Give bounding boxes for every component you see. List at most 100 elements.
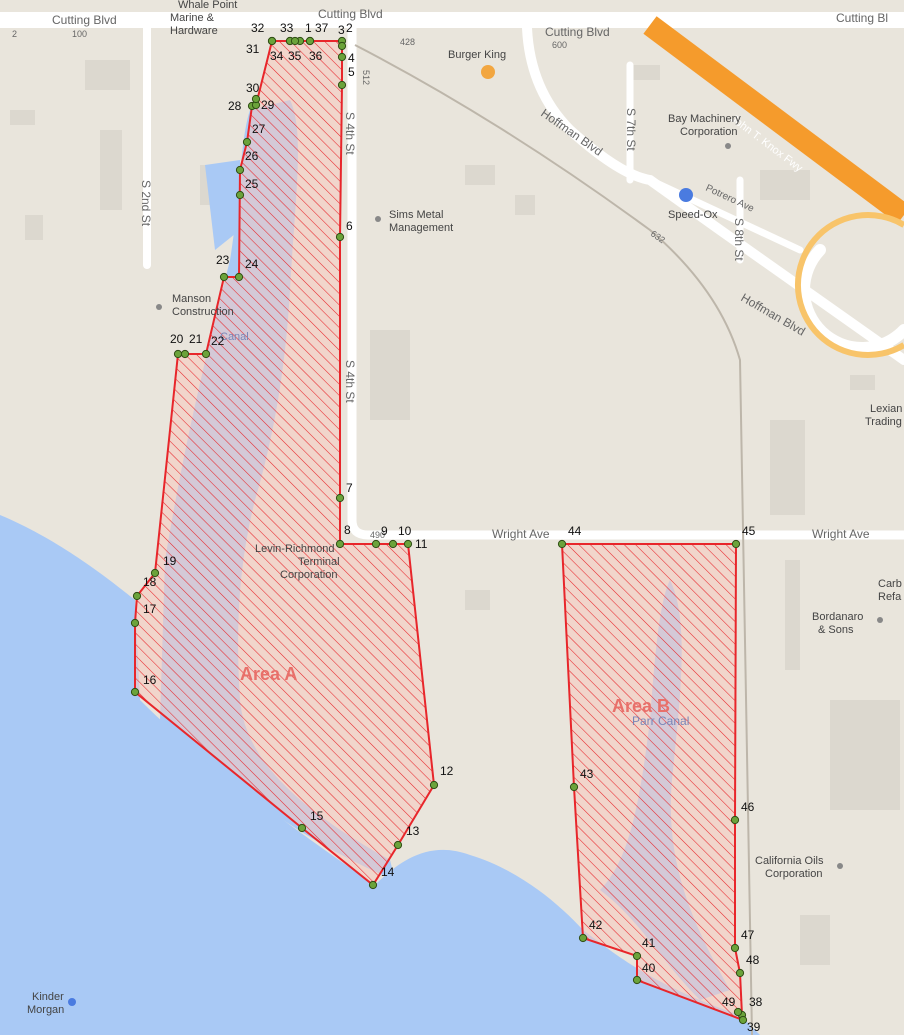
boundary-point-label-38: 38 <box>749 995 763 1009</box>
whale-point-label: Whale Point <box>178 0 237 11</box>
levin-label-1: Levin-Richmond <box>255 543 334 555</box>
boundary-point-6[interactable] <box>335 232 345 242</box>
boundary-point-15[interactable] <box>297 823 307 833</box>
boundary-point-label-2: 2 <box>346 21 353 35</box>
bay-machinery-label-2: Corporation <box>680 126 737 138</box>
boundary-point-37[interactable] <box>305 36 315 46</box>
sims-label-1: Sims Metal <box>389 209 443 221</box>
boundary-point-27[interactable] <box>242 137 252 147</box>
boundary-point-label-45: 45 <box>742 524 756 538</box>
ramp-loop-orange <box>795 212 904 358</box>
boundary-point-24[interactable] <box>234 272 244 282</box>
boundary-point-label-29: 29 <box>261 98 275 112</box>
boundary-point-3[interactable] <box>337 41 347 51</box>
speed-ox-icon <box>679 188 693 202</box>
road-number-2: 2 <box>12 29 17 39</box>
levin-label-3: Corporation <box>280 569 337 581</box>
boundary-point-25[interactable] <box>235 190 245 200</box>
boundary-point-14[interactable] <box>368 880 378 890</box>
boundary-point-label-47: 47 <box>741 928 755 942</box>
boundary-point-22[interactable] <box>201 349 211 359</box>
boundary-point-label-4: 4 <box>348 51 355 65</box>
boundary-point-label-42: 42 <box>589 918 603 932</box>
road-number-490: 490 <box>370 530 385 540</box>
hardware-label: Hardware <box>170 25 218 37</box>
cutting-blvd-label-3: Cutting Blvd <box>545 25 610 39</box>
boundary-point-label-40: 40 <box>642 961 656 975</box>
boundary-point-label-46: 46 <box>741 800 755 814</box>
sims-icon <box>375 216 381 222</box>
boundary-point-12[interactable] <box>429 780 439 790</box>
boundary-point-16[interactable] <box>130 687 140 697</box>
boundary-point-11[interactable] <box>403 539 413 549</box>
speed-ox-label: Speed-Ox <box>668 209 718 221</box>
boundary-point-21[interactable] <box>180 349 190 359</box>
boundary-point-7[interactable] <box>335 493 345 503</box>
wright-ave-label-1: Wright Ave <box>492 527 550 541</box>
road-number-600: 600 <box>552 40 567 50</box>
boundary-point-4[interactable] <box>337 52 347 62</box>
boundary-point-label-18: 18 <box>143 575 157 589</box>
area-a-label: Area A <box>240 664 297 684</box>
boundary-point-20[interactable] <box>173 349 183 359</box>
boundary-point-48[interactable] <box>735 968 745 978</box>
boundary-point-label-20: 20 <box>170 332 184 346</box>
boundary-point-49[interactable] <box>733 1007 743 1017</box>
ramp-loop <box>798 244 904 354</box>
boundary-point-13[interactable] <box>393 840 403 850</box>
boundary-point-32[interactable] <box>267 36 277 46</box>
boundary-point-label-41: 41 <box>642 936 656 950</box>
boundary-point-label-17: 17 <box>143 602 157 616</box>
bay-water <box>0 515 760 1035</box>
boundary-point-label-44: 44 <box>568 524 582 538</box>
boundary-point-5[interactable] <box>337 80 347 90</box>
boundary-point-39[interactable] <box>738 1015 748 1025</box>
boundary-point-label-34: 34 <box>270 49 284 63</box>
boundary-point-label-21: 21 <box>189 332 203 346</box>
bay-machinery-icon <box>725 143 731 149</box>
s-4th-st-label-2: S 4th St <box>343 360 357 403</box>
boundary-point-45[interactable] <box>731 539 741 549</box>
boundary-point-40[interactable] <box>632 975 642 985</box>
boundary-point-label-43: 43 <box>580 767 594 781</box>
boundary-point-label-7: 7 <box>346 481 353 495</box>
kinder-label-1: Kinder <box>32 991 64 1003</box>
boundary-point-10[interactable] <box>388 539 398 549</box>
bordanaro-icon <box>877 617 883 623</box>
lexian-label-1: Lexian <box>870 403 902 415</box>
boundary-point-30[interactable] <box>251 94 261 104</box>
boundary-point-46[interactable] <box>730 815 740 825</box>
boundary-point-47[interactable] <box>730 943 740 953</box>
boundary-point-9[interactable] <box>371 539 381 549</box>
hoffman-blvd-road <box>522 23 904 365</box>
road-number-100: 100 <box>72 29 87 39</box>
boundary-point-41[interactable] <box>632 951 642 961</box>
boundary-point-23[interactable] <box>219 272 229 282</box>
poi-labels: Whale Point Marine & Hardware Burger Kin… <box>27 0 902 1016</box>
boundary-point-26[interactable] <box>235 165 245 175</box>
s-4th-st-road <box>347 23 904 540</box>
boundary-point-label-3: 3 <box>338 23 345 37</box>
boundary-point-label-27: 27 <box>252 122 266 136</box>
boundary-point-label-6: 6 <box>346 219 353 233</box>
carb-label-1: Carb <box>878 578 902 590</box>
boundary-point-label-19: 19 <box>163 554 177 568</box>
boundary-point-18[interactable] <box>132 591 142 601</box>
freeway-road <box>643 16 904 224</box>
boundary-point-43[interactable] <box>569 782 579 792</box>
boundary-point-19[interactable] <box>150 568 160 578</box>
cutting-blvd-label-2: Cutting Blvd <box>318 7 383 21</box>
boundary-point-8[interactable] <box>335 539 345 549</box>
boundary-point-label-22: 22 <box>211 334 225 348</box>
california-oils-label-1: California Oils <box>755 855 824 867</box>
boundary-point-44[interactable] <box>557 539 567 549</box>
boundary-point-label-36: 36 <box>309 49 323 63</box>
boundary-point-35[interactable] <box>290 36 300 46</box>
boundary-point-42[interactable] <box>578 933 588 943</box>
boundary-point-17[interactable] <box>130 618 140 628</box>
boundary-point-label-11: 11 <box>415 537 428 551</box>
boundary-point-label-33: 33 <box>280 21 294 35</box>
railway <box>354 44 753 1035</box>
boundary-point-label-24: 24 <box>245 257 259 271</box>
